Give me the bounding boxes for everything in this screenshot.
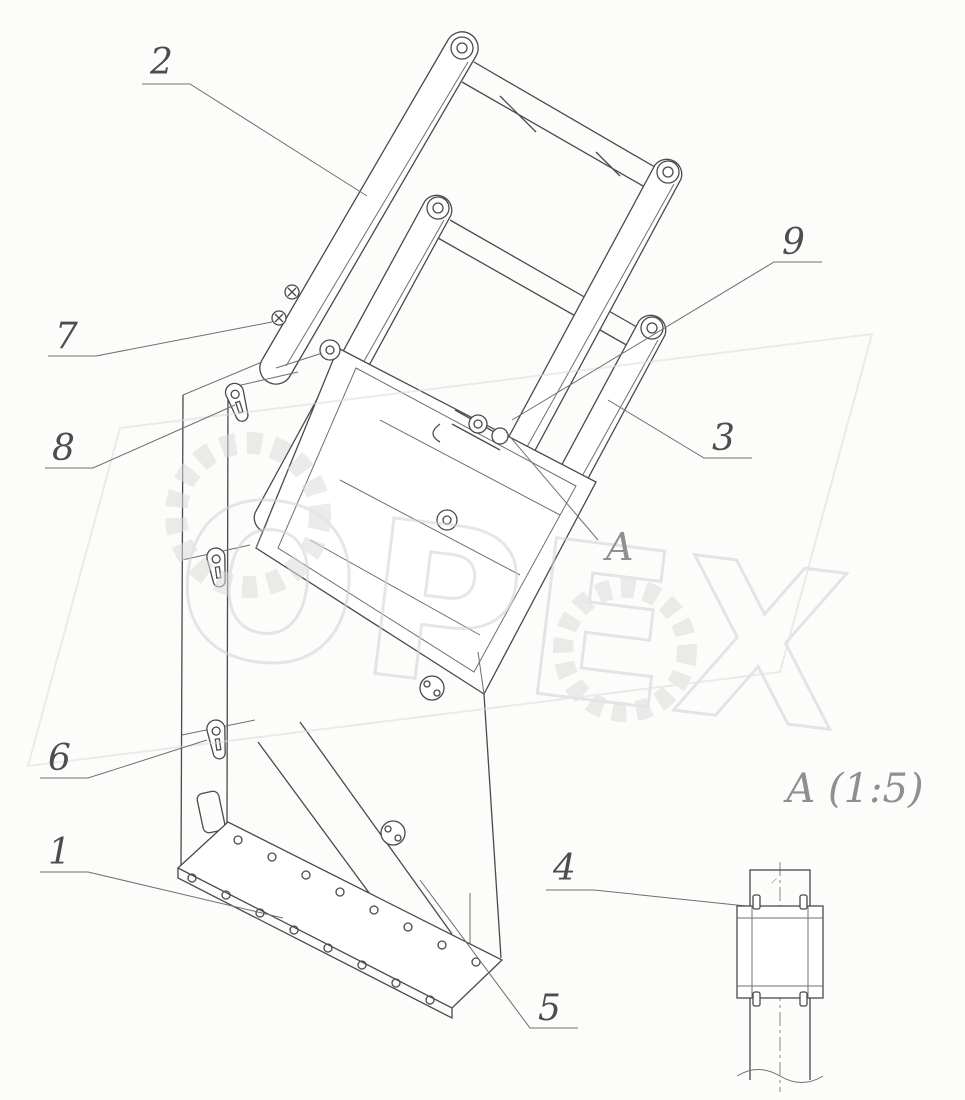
detail-view-title: A (1:5) (782, 766, 923, 812)
callouts: 2 9 7 8 3 A 6 1 4 5 (40, 42, 822, 1029)
callout-8-label: 8 (52, 428, 75, 469)
section-a-label: A (603, 525, 633, 569)
callout-2-leader (142, 83, 368, 197)
detail-view-a: A (1:5) (736, 766, 924, 1092)
callout-9-label: 9 (782, 222, 805, 263)
gear-icon-left (165, 432, 331, 598)
watermark: OPEX (26, 332, 874, 783)
detail-bushing (736, 905, 824, 999)
callout-6-label: 6 (48, 738, 71, 779)
lug-lower (206, 719, 226, 760)
callout-7-leader (48, 321, 273, 357)
callout-3-label: 3 (712, 418, 735, 459)
assembly-drawing (176, 31, 683, 1020)
watermark-text: OPEX (162, 449, 865, 781)
callout-5-leader (419, 879, 578, 1029)
callout-6-leader (40, 739, 208, 779)
detail-lower-shaft (736, 998, 824, 1083)
mounting-holes (187, 835, 481, 1005)
callout-8-leader (45, 404, 236, 469)
callout-1-leader (40, 871, 284, 919)
callout-1-label: 1 (48, 832, 71, 873)
section-a-leader (505, 431, 599, 541)
pivot-pin (432, 409, 509, 451)
callout-7-label: 7 (55, 316, 78, 357)
base-plate (176, 821, 504, 1020)
detail-retaining-pins (752, 894, 808, 1007)
callout-4-label: 4 (552, 848, 576, 889)
lift-arm-right-upper (483, 158, 683, 502)
lift-arm-left-upper (259, 31, 479, 385)
grease-fittings (271, 284, 300, 326)
callout-5-label: 5 (538, 988, 561, 1029)
callout-4-leader (546, 889, 747, 907)
callout-2-label: 2 (149, 42, 173, 83)
cross-beams (437, 61, 661, 348)
callout-9-leader (511, 261, 822, 421)
callout-3-leader (607, 399, 752, 459)
gear-icon-right (553, 578, 697, 722)
